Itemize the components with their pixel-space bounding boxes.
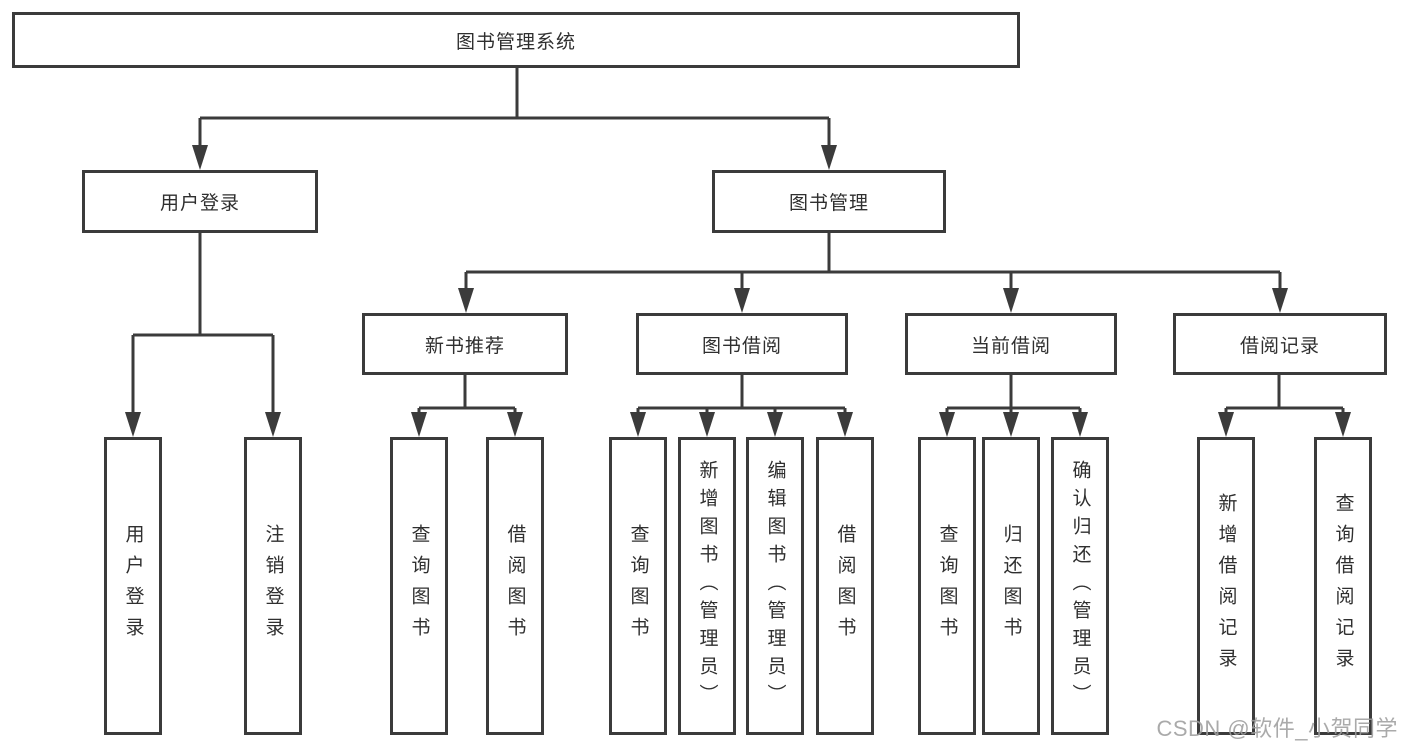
node-label: 注销登录 bbox=[262, 524, 284, 648]
node-label: 借阅记录 bbox=[1239, 335, 1320, 357]
node-book-management: 图书管理 bbox=[712, 170, 946, 233]
leaf-add-borrow-record: 新增借阅记录 bbox=[1197, 437, 1255, 735]
node-label: 查询图书 bbox=[627, 524, 649, 648]
leaf-borrow-books-recommend: 借阅图书 bbox=[486, 437, 544, 735]
node-label: 图书借阅 bbox=[701, 335, 782, 357]
node-library-management-system: 图书管理系统 bbox=[12, 12, 1020, 68]
leaf-logout: 注销登录 bbox=[244, 437, 302, 735]
node-label: 查询图书 bbox=[936, 524, 958, 648]
node-label: 借阅图书 bbox=[504, 524, 526, 648]
node-label: 新增借阅记录 bbox=[1215, 493, 1237, 679]
node-label: 编辑图书（管理员） bbox=[764, 460, 786, 712]
leaf-return-books: 归还图书 bbox=[982, 437, 1040, 735]
leaf-query-borrow-record: 查询借阅记录 bbox=[1314, 437, 1372, 735]
node-borrowing-records: 借阅记录 bbox=[1173, 313, 1387, 375]
leaf-add-books-admin: 新增图书（管理员） bbox=[678, 437, 736, 735]
arrowheads bbox=[125, 145, 1351, 437]
node-new-book-recommendation: 新书推荐 bbox=[362, 313, 568, 375]
leaf-query-books-borrow: 查询图书 bbox=[609, 437, 667, 735]
node-user-login: 用户登录 bbox=[82, 170, 318, 233]
leaf-borrow-books: 借阅图书 bbox=[816, 437, 874, 735]
node-label: 用户登录 bbox=[159, 193, 240, 214]
node-label: 新书推荐 bbox=[424, 335, 505, 357]
leaf-query-books-recommend: 查询图书 bbox=[390, 437, 448, 735]
leaf-user-login: 用户登录 bbox=[104, 437, 162, 735]
node-label: 新增图书（管理员） bbox=[696, 460, 718, 712]
leaf-edit-books-admin: 编辑图书（管理员） bbox=[746, 437, 804, 735]
node-book-borrowing: 图书借阅 bbox=[636, 313, 848, 375]
node-label: 用户登录 bbox=[122, 524, 144, 648]
leaf-confirm-return-admin: 确认归还（管理员） bbox=[1051, 437, 1109, 735]
node-label: 查询图书 bbox=[408, 524, 430, 648]
leaf-query-books-current: 查询图书 bbox=[918, 437, 976, 735]
node-label: 当前借阅 bbox=[970, 335, 1051, 357]
node-label: 图书管理系统 bbox=[455, 31, 576, 53]
node-label: 确认归还（管理员） bbox=[1069, 460, 1091, 712]
node-current-borrowing: 当前借阅 bbox=[905, 313, 1117, 375]
node-label: 查询借阅记录 bbox=[1332, 493, 1354, 679]
node-label: 归还图书 bbox=[1000, 524, 1022, 648]
node-label: 借阅图书 bbox=[834, 524, 856, 648]
node-label: 图书管理 bbox=[788, 193, 869, 214]
